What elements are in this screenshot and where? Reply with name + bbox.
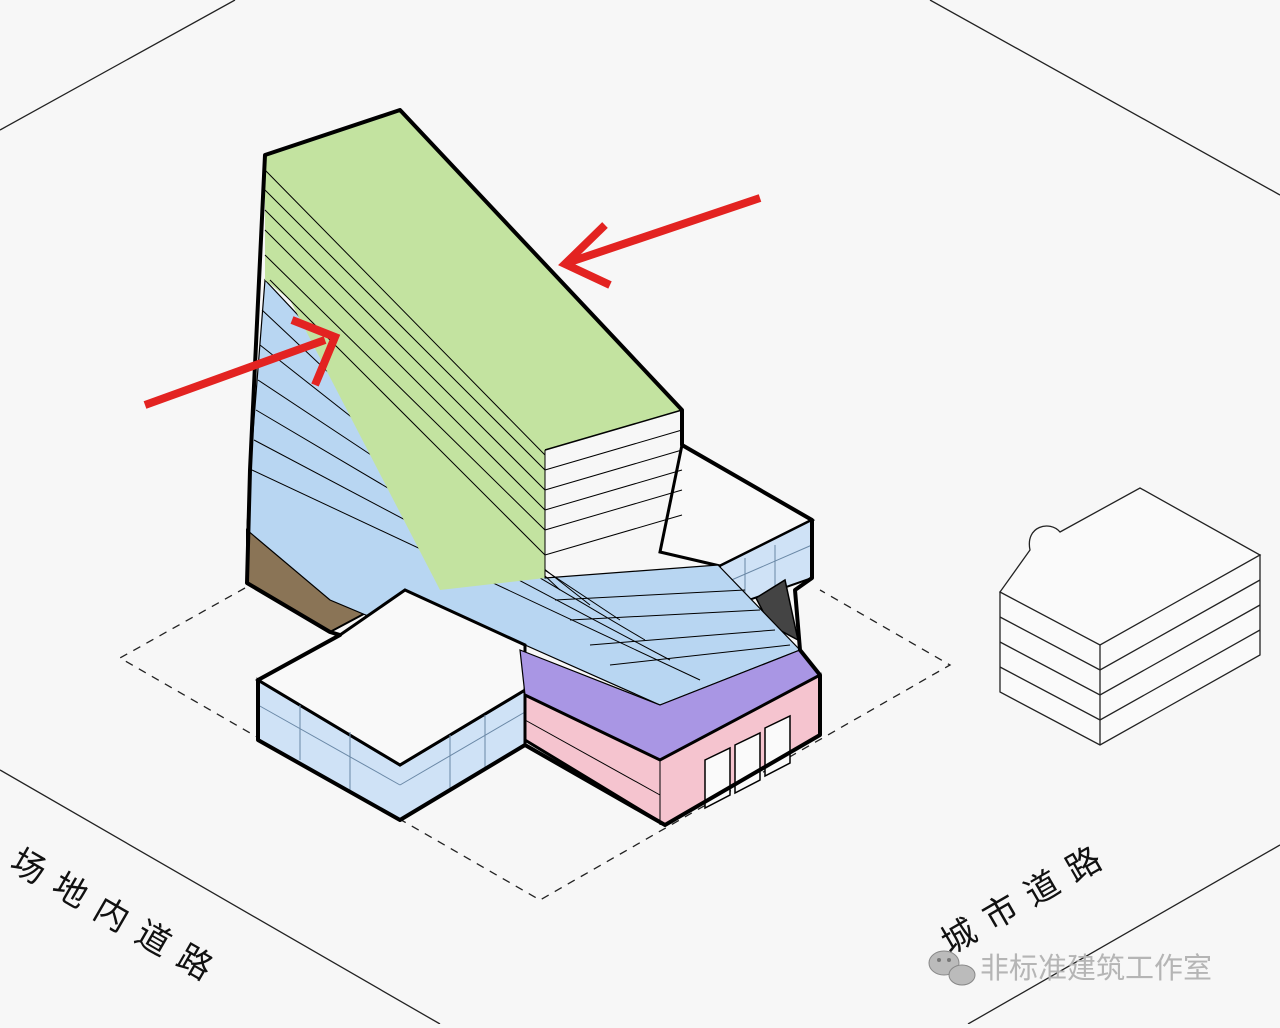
- building-outline: [245, 108, 822, 827]
- arrow-left-head: [290, 316, 341, 387]
- arrow-right-shaft: [568, 194, 762, 266]
- neighbor-building: [999, 487, 1262, 746]
- green-tower: [265, 110, 682, 590]
- entrance-canopies: [704, 714, 791, 810]
- main-building: [245, 108, 822, 827]
- city-road-label-text: 城市道路: [935, 832, 1121, 963]
- arrow-right-head: [558, 222, 612, 289]
- city-road-label: 城市道路: [935, 832, 1121, 963]
- watermark: 非标准建筑工作室: [928, 950, 1212, 986]
- site-footprint-dashed: [118, 587, 952, 901]
- wechat-icon: [928, 950, 976, 986]
- site-road-label: 场地内道路: [4, 841, 232, 996]
- red-arrows: [143, 194, 762, 409]
- watermark-text: 非标准建筑工作室: [980, 951, 1212, 985]
- site-road-label-text: 场地内道路: [4, 841, 232, 996]
- arrow-left-shaft: [143, 336, 327, 409]
- green-tower-floor-lines: [264, 169, 683, 578]
